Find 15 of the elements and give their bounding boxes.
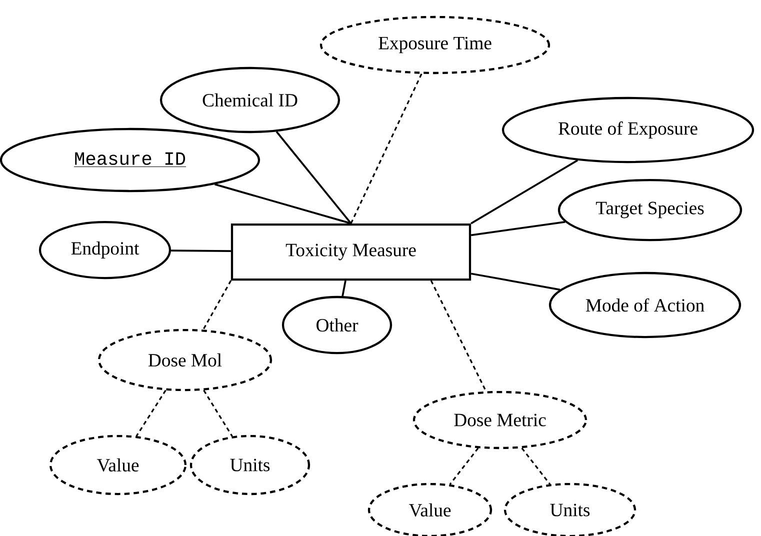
connector-line (171, 250, 231, 252)
connector-line (202, 280, 232, 330)
connector-line (214, 183, 352, 224)
connector-line (136, 390, 166, 436)
connector-line (470, 160, 578, 224)
entity-box: Toxicity Measure (230, 223, 472, 281)
connector-line (203, 390, 233, 437)
connector-line (470, 272, 560, 291)
connector-line (276, 131, 352, 224)
connector-line (449, 448, 479, 485)
connector-line (521, 448, 551, 485)
connector-line (470, 221, 566, 236)
connector-line (350, 74, 422, 224)
connector-line (430, 280, 487, 392)
connector-line (342, 280, 346, 296)
